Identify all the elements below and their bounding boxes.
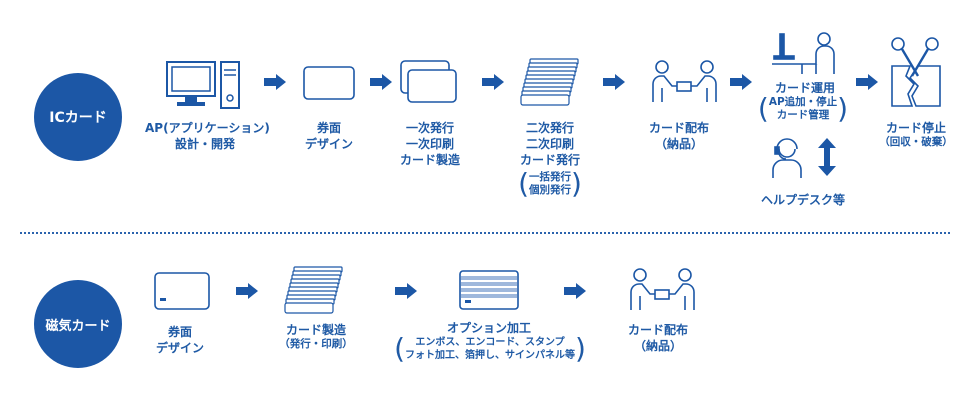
- ic-step-operation-paren: ( AP追加・停止 カード管理 ): [748, 95, 858, 123]
- processed-card-icon: [459, 270, 519, 310]
- mag-step-manufacture-label: カード製造 （発行・印刷）: [268, 322, 364, 351]
- ic-step-delivery-line2: （納品）: [654, 137, 703, 151]
- magnetic-card-title: 磁気カード: [45, 318, 111, 334]
- up-down-arrow-icon: [818, 138, 836, 176]
- computer-icon: [166, 61, 240, 109]
- ic-step-operation-sub1: AP追加・停止: [768, 96, 838, 108]
- mag-step-design-label: 券面 デザイン: [145, 324, 215, 356]
- ic-step-helpdesk-line1: ヘルプデスク等: [760, 193, 845, 207]
- arrow-right-icon: [603, 74, 625, 90]
- mag-step-option-label: オプション加工: [429, 320, 549, 336]
- ic-step-stop-line1: カード停止: [885, 121, 946, 135]
- arrow-right-icon: [730, 74, 752, 90]
- mag-step-manufacture-line1: カード製造: [285, 323, 346, 337]
- blank-card-icon: [303, 66, 355, 100]
- ic-step-design-line1: 券面: [316, 121, 341, 135]
- open-bracket-icon: (: [757, 92, 769, 125]
- two-cards-icon: [400, 60, 457, 103]
- ic-step-secondary-label: 二次発行 二次印刷 カード発行: [510, 120, 590, 168]
- ic-step-secondary-paren: ( 一括発行 個別発行 ): [505, 170, 595, 198]
- ic-step-secondary-sub: 一括発行 個別発行: [529, 171, 571, 197]
- mag-step-delivery-line2: （納品）: [633, 339, 682, 353]
- ic-step-secondary-sub1: 一括発行: [529, 171, 571, 183]
- ic-step-primary-label: 一次発行 一次印刷 カード製造: [390, 120, 470, 168]
- mag-step-manufacture-line2: （発行・印刷）: [279, 338, 353, 350]
- ic-step-stop-line2: （回収・破棄）: [879, 136, 953, 148]
- section-divider: [20, 232, 950, 234]
- ic-step-secondary-line1: 二次発行: [525, 121, 574, 135]
- close-bracket-icon: ): [837, 92, 849, 125]
- ic-step-secondary-line2: 二次印刷: [525, 137, 574, 151]
- mag-step-option-sub1: エンボス、エンコード、スタンプ: [415, 337, 565, 348]
- scissors-cut-card-icon: [891, 37, 941, 107]
- headset-operator-icon: [772, 138, 802, 178]
- open-bracket-icon: (: [394, 332, 405, 365]
- ic-step-operation-sub: AP追加・停止 カード管理: [769, 96, 837, 122]
- mag-step-option-paren: ( エンボス、エンコード、スタンプ フォト加工、箔押し、サインパネル等 ): [385, 335, 595, 363]
- mag-step-design-line2: デザイン: [155, 341, 204, 355]
- magnetic-card-circle: 磁気カード: [34, 280, 122, 368]
- arrow-right-icon: [395, 283, 417, 299]
- ic-step-primary-line3: カード製造: [399, 153, 460, 167]
- ic-card-circle: ICカード: [34, 73, 122, 161]
- ic-step-operation-line1: カード運用: [774, 81, 835, 95]
- handover-icon: [630, 268, 695, 310]
- arrow-right-icon: [856, 74, 878, 90]
- ic-step-primary-line2: 一次印刷: [405, 137, 454, 151]
- open-bracket-icon: (: [518, 167, 529, 200]
- ic-step-operation-label: カード運用: [760, 80, 850, 96]
- arrow-right-icon: [264, 74, 286, 90]
- mag-step-design-line1: 券面: [167, 325, 192, 339]
- mag-step-delivery-label: カード配布 （納品）: [613, 322, 703, 354]
- operator-desk-icon: [772, 32, 835, 74]
- ic-step-helpdesk-label: ヘルプデスク等: [748, 192, 858, 208]
- ic-card-title: ICカード: [49, 110, 107, 126]
- ic-step-operation-sub2: カード管理: [776, 109, 830, 121]
- mag-step-option-sub2: フォト加工、箔押し、サインパネル等: [405, 350, 575, 361]
- ic-step-ap-label: AP(アプリケーション) 設計・開発: [145, 120, 270, 152]
- card-stack-icon: [284, 266, 343, 314]
- arrow-right-icon: [564, 283, 586, 299]
- arrow-right-icon: [236, 283, 258, 299]
- close-bracket-icon: ): [575, 332, 586, 365]
- mag-step-option-sub: エンボス、エンコード、スタンプ フォト加工、箔押し、サインパネル等: [405, 336, 575, 362]
- ic-step-design-line2: デザイン: [304, 137, 353, 151]
- arrow-right-icon: [482, 74, 504, 90]
- ic-step-delivery-label: カード配布 （納品）: [634, 120, 724, 152]
- mag-step-delivery-line1: カード配布: [627, 323, 688, 337]
- ic-step-ap-line2: 設計・開発: [174, 137, 235, 151]
- close-bracket-icon: ): [571, 167, 582, 200]
- card-stack-icon: [520, 58, 579, 106]
- arrow-right-icon: [370, 74, 392, 90]
- ic-step-stop-label: カード停止 （回収・破棄）: [870, 120, 962, 149]
- mag-step-option-line1: オプション加工: [446, 321, 531, 335]
- magnetic-card-icon: [154, 272, 210, 310]
- ic-step-design-label: 券面 デザイン: [289, 120, 369, 152]
- ic-step-primary-line1: 一次発行: [405, 121, 454, 135]
- ic-step-secondary-sub2: 個別発行: [529, 184, 571, 196]
- handover-icon: [652, 60, 717, 102]
- ic-step-delivery-line1: カード配布: [648, 121, 709, 135]
- ic-step-ap-line1: AP(アプリケーション): [145, 121, 270, 135]
- ic-step-secondary-line3: カード発行: [519, 153, 580, 167]
